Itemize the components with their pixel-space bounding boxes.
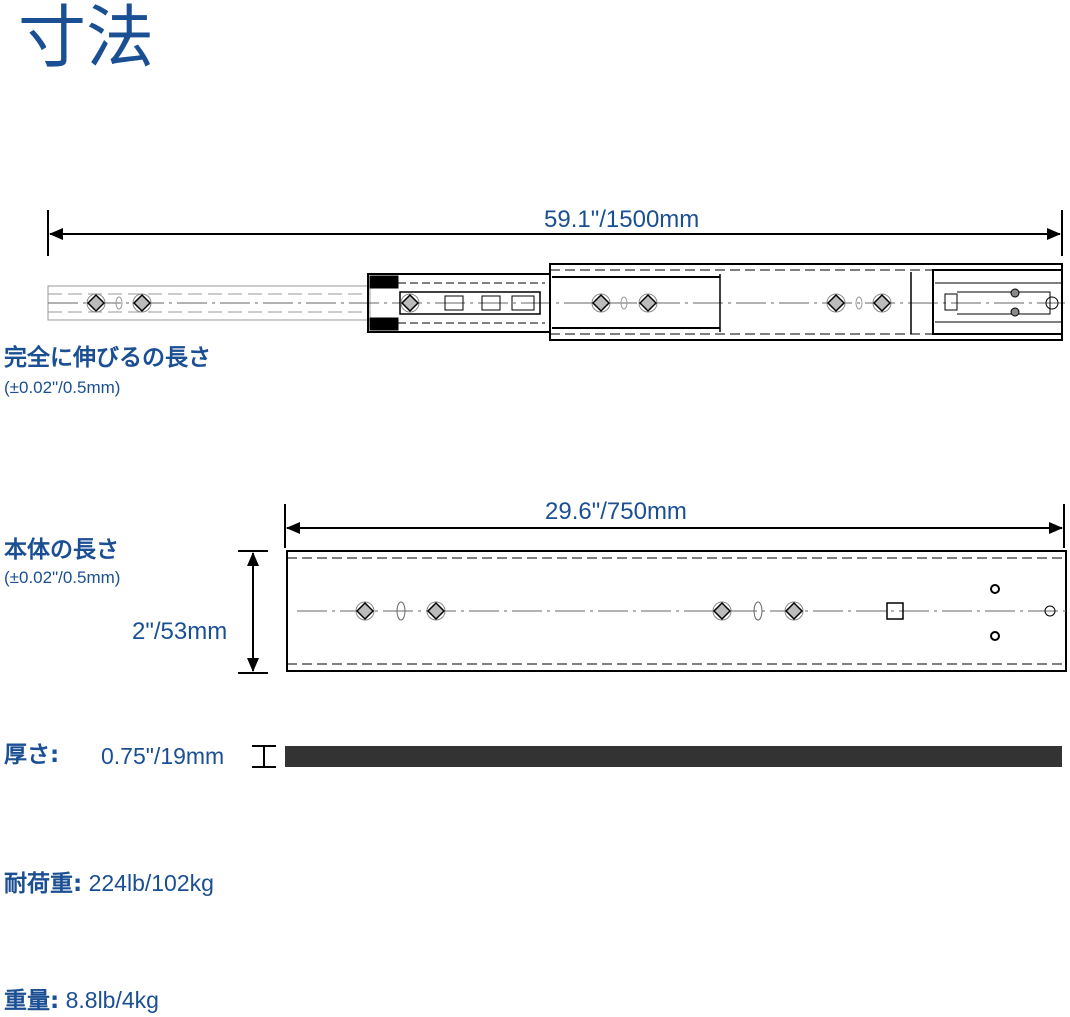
thickness-bar (285, 746, 1062, 767)
extended-length-label: 完全に伸びるの長さ (4, 345, 211, 371)
body-height-value: 2"/53mm (132, 618, 228, 645)
body-length-label: 本体の長さ (4, 537, 119, 563)
body-slide-drawing (286, 550, 1067, 672)
load-label: 耐荷重: (4, 871, 83, 897)
weight-value: 8.8lb/4kg (65, 987, 159, 1013)
body-tolerance: (±0.02"/0.5mm) (4, 568, 121, 587)
thickness-label: 厚さ: (4, 742, 60, 768)
extended-dimension-line (47, 210, 1063, 256)
extended-length-value: 59.1"/1500mm (544, 206, 700, 233)
extended-slide-drawing (47, 263, 1065, 341)
page-title: 寸法 (18, 0, 155, 78)
height-dimension-line (238, 550, 268, 674)
thickness-symbol (252, 745, 276, 768)
body-dimension-line (284, 504, 1065, 548)
extended-tolerance: (±0.02"/0.5mm) (4, 378, 121, 397)
load-value: 224lb/102kg (88, 870, 214, 896)
weight-label: 重量: (4, 988, 60, 1014)
thickness-value: 0.75"/19mm (101, 743, 225, 769)
body-length-value: 29.6"/750mm (545, 498, 687, 525)
